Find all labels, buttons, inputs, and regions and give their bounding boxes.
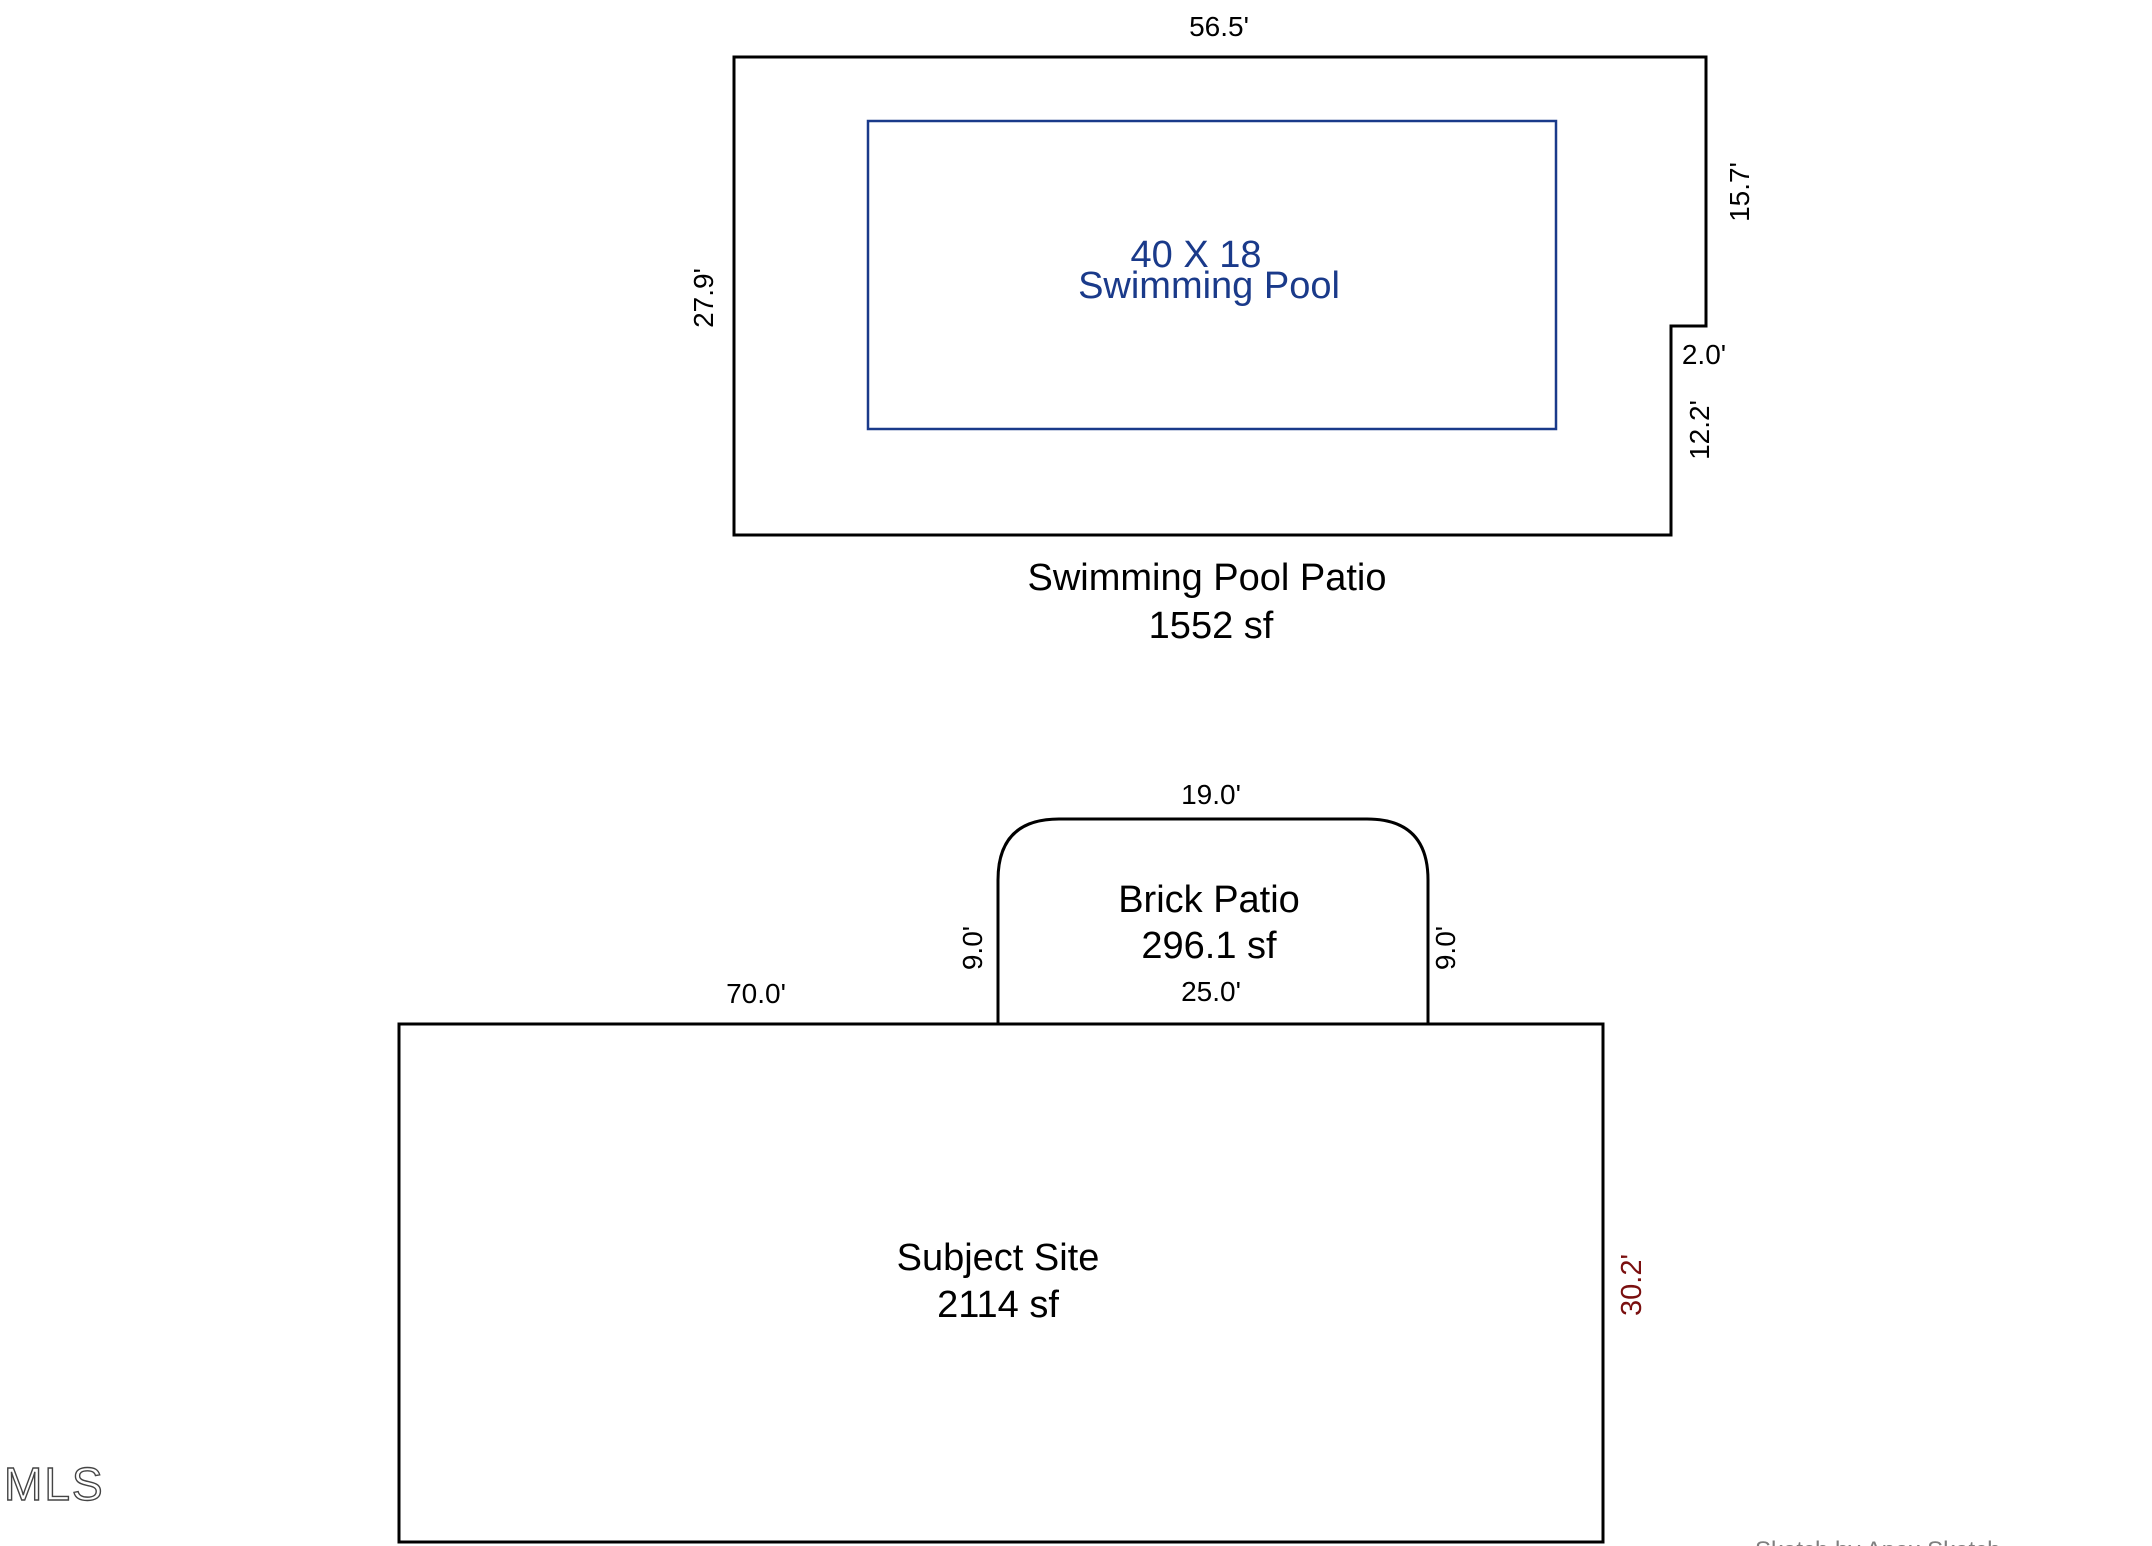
pool-patio-right-upper-dimension: 15.7' [1724, 162, 1755, 222]
pool-name-label: Swimming Pool [1078, 265, 1340, 307]
subject-site-name: Subject Site [897, 1237, 1100, 1279]
brick-patio-area: 296.1 sf [1141, 925, 1277, 967]
mls-watermark-logo: MLS [4, 1458, 105, 1510]
subject-site-outline [397, 1022, 1605, 1544]
brick-patio-left-dimension: 9.0' [957, 926, 988, 970]
brick-patio-right-dimension: 9.0' [1430, 926, 1461, 970]
subject-site-right-dimension: 30.2' [1616, 1254, 1648, 1316]
sketch-credit: Sketch by Apex Sketch [1755, 1537, 2000, 1546]
pool-patio-outline [732, 55, 1708, 537]
subject-site-area: 2114 sf [937, 1284, 1059, 1326]
pool-patio-step-dimension: 2.0' [1682, 339, 1726, 370]
brick-patio-outline [996, 817, 1430, 1024]
pool-patio-name: Swimming Pool Patio [1027, 557, 1386, 599]
pool-patio-area: 1552 sf [1149, 605, 1274, 647]
swimming-pool-outline [866, 119, 1558, 431]
brick-patio-top-dimension: 19.0' [1181, 779, 1241, 810]
brick-patio-bottom-dimension: 25.0' [1181, 976, 1241, 1007]
pool-size-label: 40 X 18 [1131, 234, 1262, 276]
pool-patio-right-lower-dimension: 12.2' [1684, 400, 1715, 460]
brick-patio-name: Brick Patio [1118, 879, 1300, 921]
pool-patio-top-dimension: 56.5' [1189, 11, 1249, 42]
subject-site-top-dimension: 70.0' [726, 978, 786, 1009]
pool-patio-left-dimension: 27.9' [688, 268, 719, 328]
